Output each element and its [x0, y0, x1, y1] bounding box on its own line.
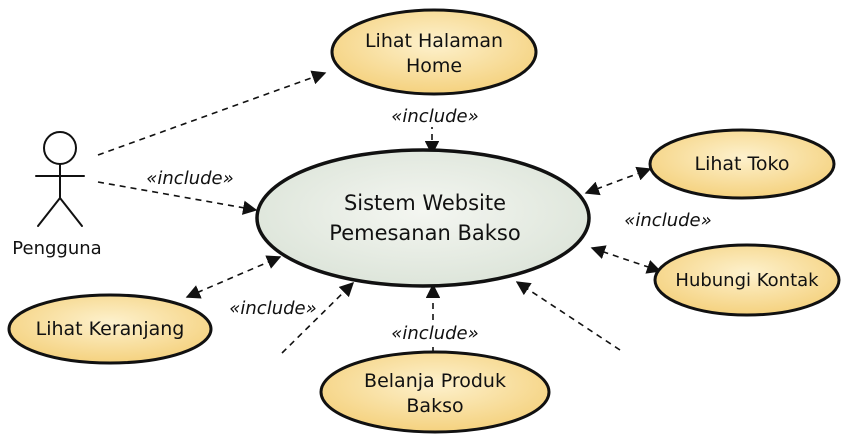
- use-case-kontak-label: Hubungi Kontak: [675, 270, 819, 291]
- system-sistem-website[interactable]: Sistem Website Pemesanan Bakso: [255, 148, 591, 288]
- system-title-line2: Pemesanan Bakso: [329, 221, 520, 245]
- use-case-home-line1: Lihat Halaman: [365, 30, 503, 52]
- use-case-toko-label: Lihat Toko: [695, 153, 790, 175]
- use-case-lihat-halaman-home[interactable]: Lihat Halaman Home: [330, 8, 538, 96]
- include-label-left-bottom: «include»: [229, 298, 316, 319]
- actor-to-system-connector: [97, 181, 258, 215]
- include-label-actor: «include»: [146, 168, 233, 189]
- use-case-produk-line2: Bakso: [406, 395, 463, 417]
- include-label-right: «include»: [624, 210, 711, 231]
- kontak-system-connector: [590, 245, 662, 274]
- use-case-hubungi-kontak[interactable]: Hubungi Kontak: [653, 243, 841, 317]
- toko-system-connector: [584, 166, 652, 196]
- use-case-produk-line1: Belanja Produk: [364, 370, 506, 392]
- keranjang-system-connector: [185, 255, 282, 299]
- actor-label: Pengguna: [12, 238, 101, 259]
- lower-right-connector: [515, 281, 621, 351]
- use-case-lihat-keranjang[interactable]: Lihat Keranjang: [7, 293, 213, 365]
- use-case-keranjang-label: Lihat Keranjang: [36, 318, 185, 340]
- include-label-bottom: «include»: [391, 323, 478, 344]
- actor-head: [43, 131, 77, 165]
- actor-pengguna: [35, 131, 85, 227]
- lower-left-connector: [281, 281, 355, 354]
- use-case-belanja-produk-bakso[interactable]: Belanja Produk Bakso: [319, 350, 551, 434]
- actor-to-home-connector: [97, 70, 327, 156]
- include-label-top: «include»: [391, 106, 478, 127]
- include-labels: «include» «include» «include» «include» …: [146, 105, 712, 344]
- use-case-home-line2: Home: [406, 55, 462, 77]
- use-case-lihat-toko[interactable]: Lihat Toko: [648, 128, 836, 200]
- system-title-line1: Sistem Website: [344, 191, 506, 215]
